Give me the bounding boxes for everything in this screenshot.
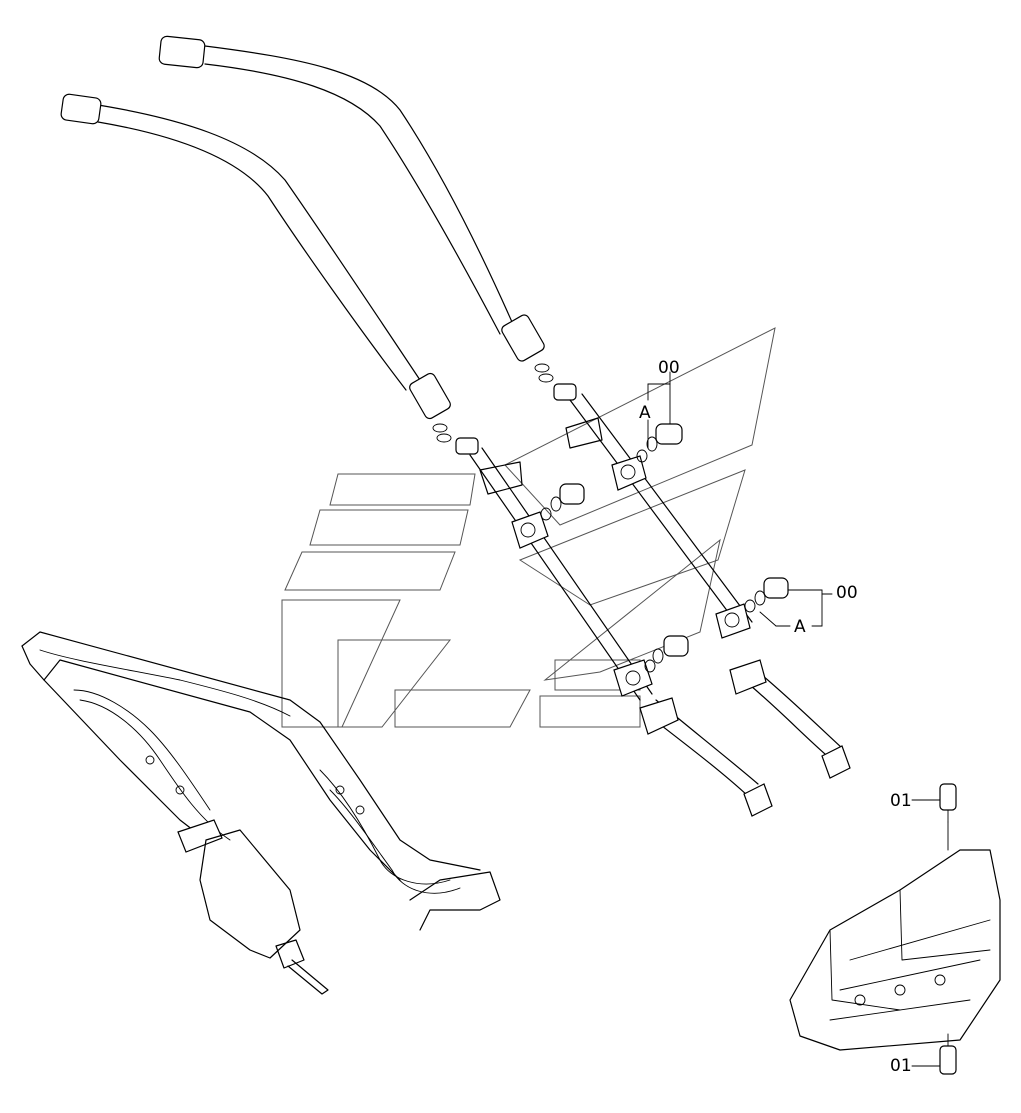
label-oring-upper: A — [639, 403, 651, 423]
pipe-assembly-left — [469, 447, 773, 817]
plug-mid-left — [540, 483, 585, 521]
hose-right — [158, 35, 577, 401]
callout-kit-upper: 00 A — [639, 358, 680, 449]
callout-kit-lower: 00 A — [759, 583, 858, 637]
label-oring-lower: A — [794, 617, 806, 637]
plug-lower-left — [644, 635, 689, 673]
label-kit-upper: 00 — [658, 358, 680, 378]
label-valve-bottom: 01 — [890, 1056, 912, 1076]
label-valve-top: 01 — [890, 791, 912, 811]
label-kit-lower: 00 — [836, 583, 858, 603]
plug-lower-right — [744, 577, 789, 613]
excavator-arm-illustration — [21, 631, 501, 995]
callout-valve-top: 01 — [890, 791, 941, 811]
callout-valve-bottom: 01 — [890, 1056, 941, 1076]
plug-upper-right — [636, 423, 683, 463]
pipe-assembly-right — [565, 393, 851, 779]
hose-left — [60, 93, 479, 455]
control-valve-illustration — [789, 783, 1001, 1075]
